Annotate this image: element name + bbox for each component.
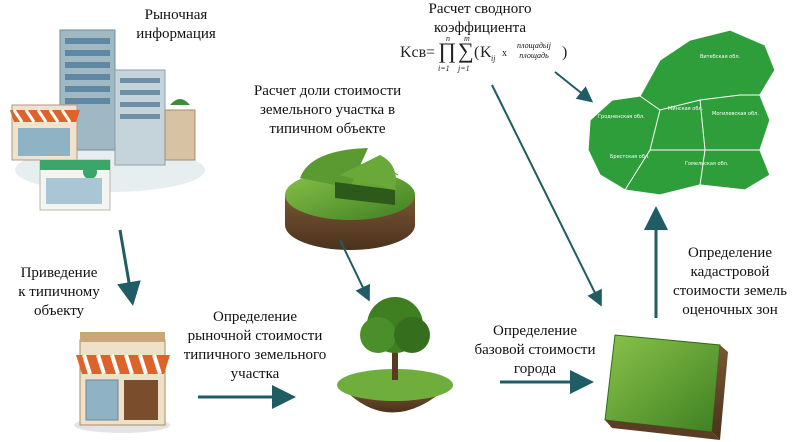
- land-share-pie-icon: [285, 148, 415, 250]
- label-base-value: Определение базовой стоимости города: [460, 322, 610, 379]
- label-line: информация: [136, 26, 216, 42]
- label-market-value: Определение рыночной стоимости типичного…: [170, 308, 340, 384]
- map-region-label: Гомельская обл.: [685, 161, 729, 167]
- label-line: типичного земельного: [183, 347, 327, 363]
- belarus-map-icon: [587, 29, 776, 196]
- sum-symbol: ∑: [458, 38, 474, 63]
- label-market-info: Рыночная информация: [116, 6, 236, 44]
- formula-term-sub: ij: [491, 54, 496, 63]
- label-line: типичном объекте: [269, 121, 386, 137]
- formula-sum-top: m: [464, 34, 470, 43]
- formula-prod-bottom: i=1: [438, 64, 450, 73]
- label-line: объекту: [33, 303, 85, 319]
- formula-equals: =: [426, 44, 436, 61]
- formula-fraction: площадьij площадь: [508, 41, 560, 61]
- formula-frac-den: площадь: [519, 51, 549, 60]
- formula-term: K: [480, 44, 492, 61]
- label-line: Расчет сводного: [428, 1, 532, 17]
- formula-prod-top: n: [446, 34, 450, 43]
- label-line: земельного участка в: [259, 102, 396, 118]
- coef-formula: Kсв = ∏ n i=1 ∑ m j=1 ( K ij x площадьij…: [400, 34, 590, 78]
- label-line: рыночной стоимости: [187, 328, 323, 344]
- product-symbol: ∏: [438, 38, 457, 63]
- arrow-formula-to-map: [554, 71, 594, 103]
- label-line: к типичному: [18, 284, 100, 300]
- formula-frac-num: площадьij: [517, 41, 551, 50]
- map-region-label: Гродненская обл.: [598, 114, 645, 120]
- label-land-share: Расчет доли стоимости земельного участка…: [240, 82, 415, 139]
- label-line: Определение: [688, 245, 772, 261]
- label-line: стоимости земель: [673, 283, 787, 299]
- label-line: Рыночная: [144, 7, 208, 23]
- map-region-label: Минская обл.: [668, 106, 704, 112]
- label-line: базовой стоимости: [474, 342, 596, 358]
- shop-icon: [74, 332, 170, 433]
- formula-lhs: Kсв: [400, 44, 427, 61]
- formula-sum-bottom: j=1: [458, 64, 470, 73]
- label-coef: Расчет сводного коэффициента: [400, 0, 560, 38]
- arrow-pie-to-tree: [339, 239, 370, 302]
- label-reduction: Приведение к типичному объекту: [4, 264, 114, 321]
- buildings-icon: [10, 29, 205, 211]
- map-region-label: Брестская обл.: [610, 154, 650, 160]
- label-line: участка: [230, 366, 280, 382]
- label-line: Расчет доли стоимости: [253, 83, 402, 99]
- formula-paren-close: ): [562, 44, 568, 61]
- arrow-buildings-to-shop: [117, 229, 141, 306]
- label-line: оценочных зон: [682, 302, 778, 318]
- label-line: кадастровой: [690, 264, 770, 280]
- formula-times: x: [502, 48, 507, 59]
- arrow-formula-to-plot: [491, 84, 602, 307]
- grass-plot-icon: [604, 334, 728, 440]
- tree-on-soil-icon: [337, 297, 453, 413]
- label-cadastral: Определение кадастровой стоимости земель…: [660, 244, 800, 320]
- formula-paren-open: (: [474, 44, 480, 61]
- label-line: коэффициента: [433, 20, 527, 36]
- label-line: Приведение: [20, 265, 98, 281]
- label-line: Определение: [213, 309, 297, 325]
- label-line: Определение: [493, 323, 577, 339]
- map-region-label: Витебская обл.: [700, 54, 741, 60]
- label-line: города: [513, 361, 557, 377]
- map-region-label: Могилевская обл.: [712, 111, 759, 117]
